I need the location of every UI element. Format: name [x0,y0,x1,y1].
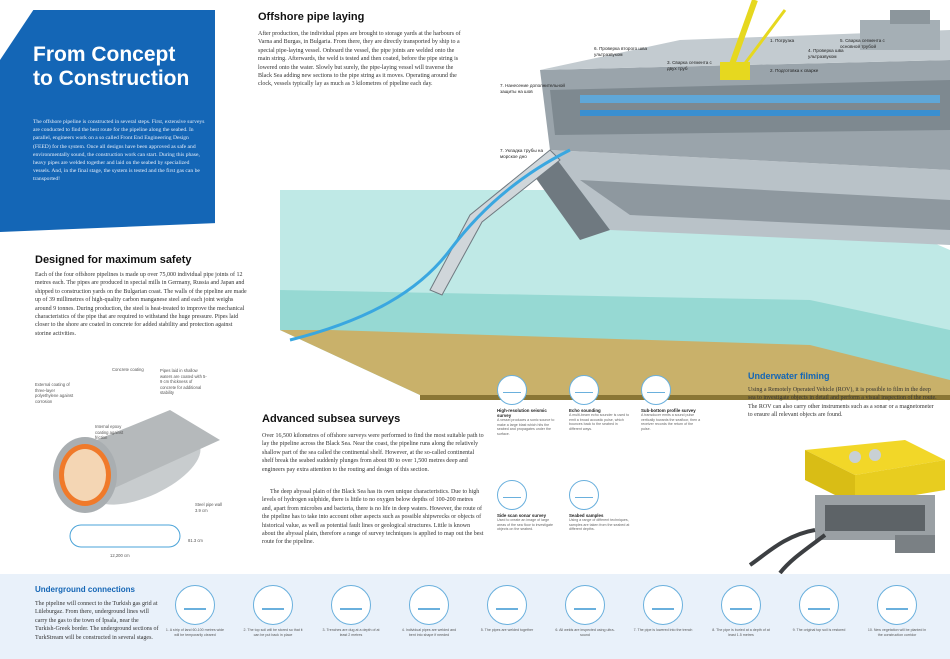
trench-icon [331,585,371,625]
soil-storage-icon [253,585,293,625]
vessel-label: 7. Нанесение дополнительной защиты на шо… [500,83,566,94]
pipe-callout: External coating of three-layer polyethy… [35,382,74,404]
survey-method: Sub-bottom profile survey A transducer e… [641,375,703,431]
construction-step: 5. The pipes are welded together [477,585,537,633]
vessel-label: 7. Укладка трубы на морское дно [500,148,543,159]
survey-method: Seabed samples Using a range of differen… [569,480,631,532]
land-clearing-icon [175,585,215,625]
vessel-label: 4. Проверка шва ультразвуком [808,48,844,59]
vessel-label: 5. Сварка сегмента с основной трубой [840,38,885,49]
underground-heading: Underground connections [35,585,135,594]
inspection-icon [565,585,605,625]
survey-method: Side scan sonar survey Used to create an… [497,480,559,532]
echo-sounder-icon [569,375,599,405]
vessel-label: 3. Сварка сегмента с двух труб [667,60,712,71]
pipe-callout: Pipes laid in shallow waters are coated … [160,368,207,395]
construction-step: 6. All welds are inspected using ultra-s… [555,585,615,637]
pipe-bending-icon [409,585,449,625]
underground-section [0,574,950,659]
pipe-lowering-icon [643,585,683,625]
welding-icon [487,585,527,625]
pipe-cross-section-illustration [53,410,220,548]
underground-text: The pipeline will connect to the Turkish… [35,601,159,641]
construction-step: 4. Individual pipes are welded and bent … [399,585,459,637]
pipe-dimension-height: 81.3 cm [188,538,203,543]
filming-heading: Underwater filming [748,371,830,381]
soil-restore-icon [799,585,839,625]
vessel-label: 1. Погрузка [770,38,795,43]
construction-step: 2. The top soil will be stored so that i… [243,585,303,637]
surveys-text-1: Over 16,500 kilometres of offshore surve… [262,433,484,473]
safety-heading: Designed for maximum safety [35,254,192,266]
intro-text: The offshore pipeline is constructed in … [33,119,205,183]
construction-step: 1. A strip of land 60-100 metres wide wi… [165,585,225,637]
construction-step: 10. New vegetation will be planted in th… [867,585,927,637]
pipe-callout: Concrete coating [112,367,144,372]
survey-method: Echo sounding A multi-beam echo sounder … [569,375,631,431]
rov-illustration [748,440,945,575]
pipe-laying-text: After production, the individual pipes a… [258,31,461,88]
vessel-label: 2. Подготовка к сварке [770,68,819,73]
seabed-sample-icon [569,480,599,510]
filming-text: Using a Remotely Operated Vehicle (ROV),… [748,387,937,419]
survey-method: High-resolution seismic survey A vessel … [497,375,559,436]
pipe-callout: Internal epoxy coating against friction [95,424,124,440]
vessel-label: 6. Проверка второго шва ультразвуком [594,46,648,57]
surveys-heading: Advanced subsea surveys [262,413,401,425]
construction-step: 7. The pipe is lowered into the trench [633,585,693,633]
construction-step: 9. The original top soil is restored [789,585,849,633]
pipe-burial-icon [721,585,761,625]
vegetation-icon [877,585,917,625]
seismic-icon [497,375,527,405]
side-scan-sonar-icon [497,480,527,510]
safety-text: Each of the four offshore pipelines is m… [35,272,247,337]
pipe-laying-vessel-illustration [280,0,950,400]
pipe-laying-heading: Offshore pipe laying [258,11,365,23]
pipe-callout: Steel pipe wall 3.9 cm [195,502,223,513]
pipe-dimension-width: 12,200 cm [110,553,130,558]
construction-step: 3. Trenches are dug at a depth of at lea… [321,585,381,637]
surveys-text-2: The deep abyssal plain of the Black Sea … [262,489,484,546]
construction-step: 8. The pipe is buried at a depth of at l… [711,585,771,637]
sub-bottom-profiler-icon [641,375,671,405]
